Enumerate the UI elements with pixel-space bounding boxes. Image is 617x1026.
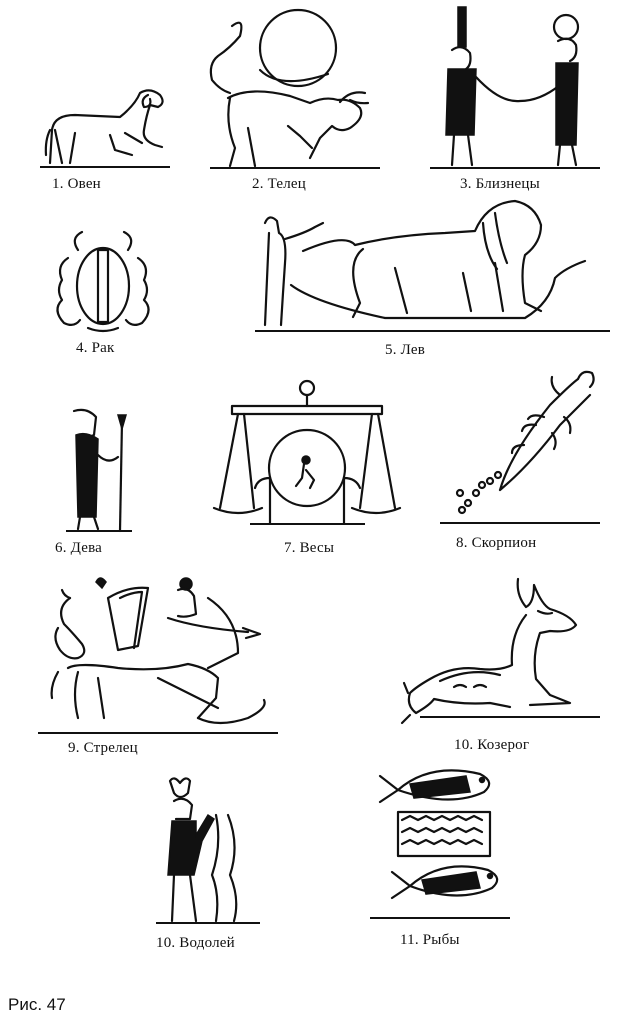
figure-number: Рис. 47 xyxy=(8,995,66,1014)
scarab-icon xyxy=(48,228,158,338)
water-bearer-icon xyxy=(150,775,265,930)
sign-label: 8. Скорпион xyxy=(456,535,537,551)
sign-label: 4. Рак xyxy=(76,340,115,356)
sign-label: 2. Телец xyxy=(252,176,307,192)
bull-icon xyxy=(200,8,380,173)
sign-label: 10. Козерог xyxy=(454,737,530,753)
virgin-icon xyxy=(62,405,142,535)
scorpion-icon xyxy=(440,365,600,530)
archer-centaur-icon xyxy=(38,568,278,738)
goat-fish-icon xyxy=(400,575,600,727)
sign-label: 5. Лев xyxy=(385,342,426,358)
scales-icon xyxy=(210,378,405,536)
fishes-icon xyxy=(370,762,510,922)
sign-label: 1. Овен xyxy=(52,176,101,192)
ram-icon xyxy=(40,85,170,173)
sign-label: 3. Близнецы xyxy=(460,176,540,192)
twins-icon xyxy=(430,5,600,173)
sign-label: 7. Весы xyxy=(284,540,335,556)
sign-label: 6. Дева xyxy=(55,540,103,556)
sign-label: 11. Рыбы xyxy=(400,932,460,948)
sign-label: 9. Стрелец xyxy=(68,740,138,756)
lion-icon xyxy=(245,193,610,338)
sign-label: 10. Водолей xyxy=(156,935,235,951)
